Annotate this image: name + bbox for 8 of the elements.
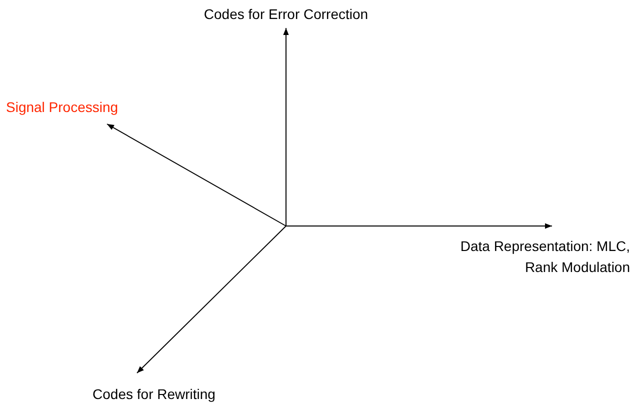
arrow <box>283 28 289 226</box>
axis-label: Data Representation: MLC, Rank Modulation <box>459 237 630 277</box>
axis-label: Codes for Rewriting <box>92 385 216 404</box>
arrow <box>106 124 286 226</box>
arrow <box>136 226 286 374</box>
axis-label: Signal Processing <box>6 98 120 117</box>
arrow <box>286 223 552 229</box>
axis-label: Codes for Error Correction <box>202 5 370 24</box>
